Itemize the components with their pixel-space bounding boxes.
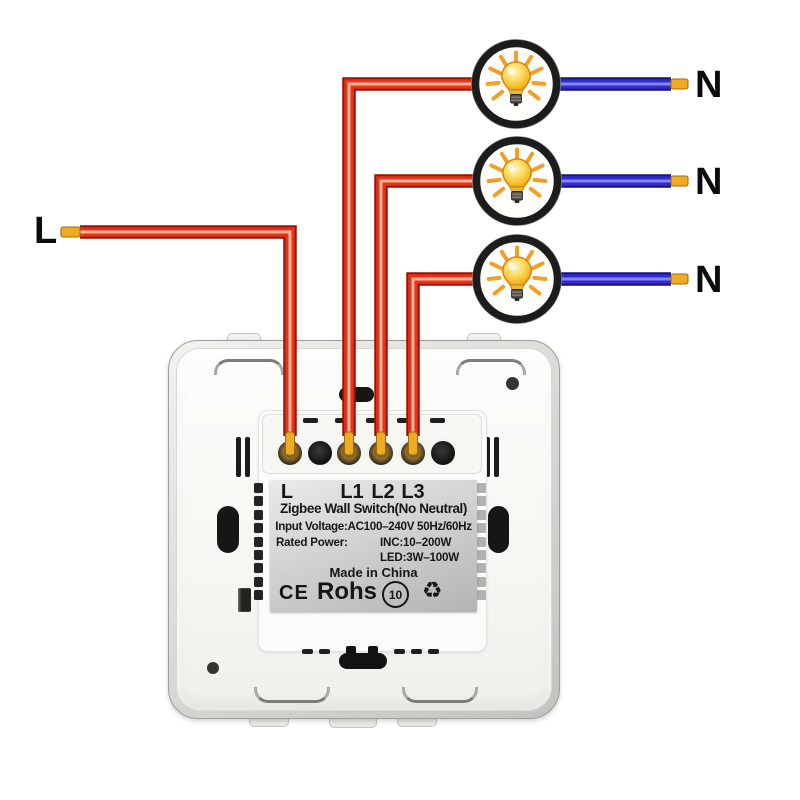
- plate-terminal-L2: L2: [371, 481, 395, 503]
- efup-10-icon: 10: [382, 581, 409, 608]
- clip-tooth: [368, 646, 378, 655]
- light-bulb-icon: [472, 40, 561, 129]
- terminal-L: [278, 441, 302, 465]
- top-right-slot: [456, 359, 526, 375]
- bottom-vent: [428, 649, 439, 654]
- left-slot-bar: [236, 437, 241, 477]
- bottom-center-clip: [339, 653, 387, 669]
- terminal-unused-1: [308, 441, 332, 465]
- bare-wire-tip: [670, 78, 689, 90]
- neutral-label-1: N: [695, 64, 723, 106]
- bottom-vent: [411, 649, 422, 654]
- right-tick-column: [477, 483, 486, 601]
- left-tick-column: [254, 483, 263, 601]
- terminal-screw-slot: [366, 418, 381, 423]
- bare-wire-tip: [60, 226, 81, 238]
- rated-led: LED:3W–100W: [380, 551, 459, 564]
- plate-terminal-L3: L3: [401, 481, 425, 503]
- left-mount-hole: [217, 506, 239, 553]
- terminal-screw-slot: [430, 418, 445, 423]
- right-slot-bar: [485, 437, 490, 477]
- terminal-screw-slot: [303, 418, 318, 423]
- screw-hole-bottom-left: [207, 662, 219, 674]
- rated-inc: INC:10–200W: [380, 536, 452, 549]
- neutral-label-3: N: [695, 259, 723, 301]
- terminal-unused-2: [431, 441, 455, 465]
- plate-terminal-L1: L1: [340, 481, 364, 503]
- bottom-vent: [302, 649, 313, 654]
- light-bulb-icon: [473, 235, 562, 324]
- right-slot-bar: [494, 437, 499, 477]
- clip-tooth: [346, 646, 356, 655]
- live-label: L: [34, 210, 58, 252]
- neutral-label-2: N: [695, 161, 723, 203]
- plate-terminal-L: L: [280, 481, 294, 503]
- bottom-left-slot: [254, 687, 330, 703]
- product-title: Zigbee Wall Switch(No Neutral): [279, 501, 468, 516]
- terminal-screw-slot: [335, 418, 350, 423]
- right-mount-hole: [488, 506, 509, 553]
- bare-wire-tip: [670, 273, 689, 285]
- ce-mark-icon: CE: [279, 582, 309, 604]
- bottom-right-slot: [402, 687, 478, 703]
- input-voltage: Input Voltage:AC100–240V 50Hz/60Hz: [275, 520, 472, 533]
- top-center-clip: [339, 387, 374, 402]
- bottom-vent: [394, 649, 405, 654]
- rohs-mark: Rohs: [317, 578, 377, 605]
- recycle-icon: ♻: [422, 577, 443, 603]
- rated-power-label: Rated Power:: [276, 536, 348, 549]
- rating-label: L L1 L2 L3 Zigbee Wall Switch(No Neutral…: [270, 480, 477, 612]
- terminal-screw-slot: [397, 418, 419, 423]
- light-bulb-icon: [473, 137, 562, 226]
- left-slot-bar: [245, 437, 250, 477]
- terminal-L1: [337, 441, 361, 465]
- left-lower-slot: [238, 588, 251, 612]
- terminal-L3: [401, 441, 425, 465]
- top-left-slot: [214, 359, 284, 375]
- made-in: Made in China: [329, 565, 418, 580]
- bottom-vent: [319, 649, 330, 654]
- bare-wire-tip: [670, 175, 689, 187]
- screw-hole-top-right: [506, 377, 519, 390]
- terminal-L2: [369, 441, 393, 465]
